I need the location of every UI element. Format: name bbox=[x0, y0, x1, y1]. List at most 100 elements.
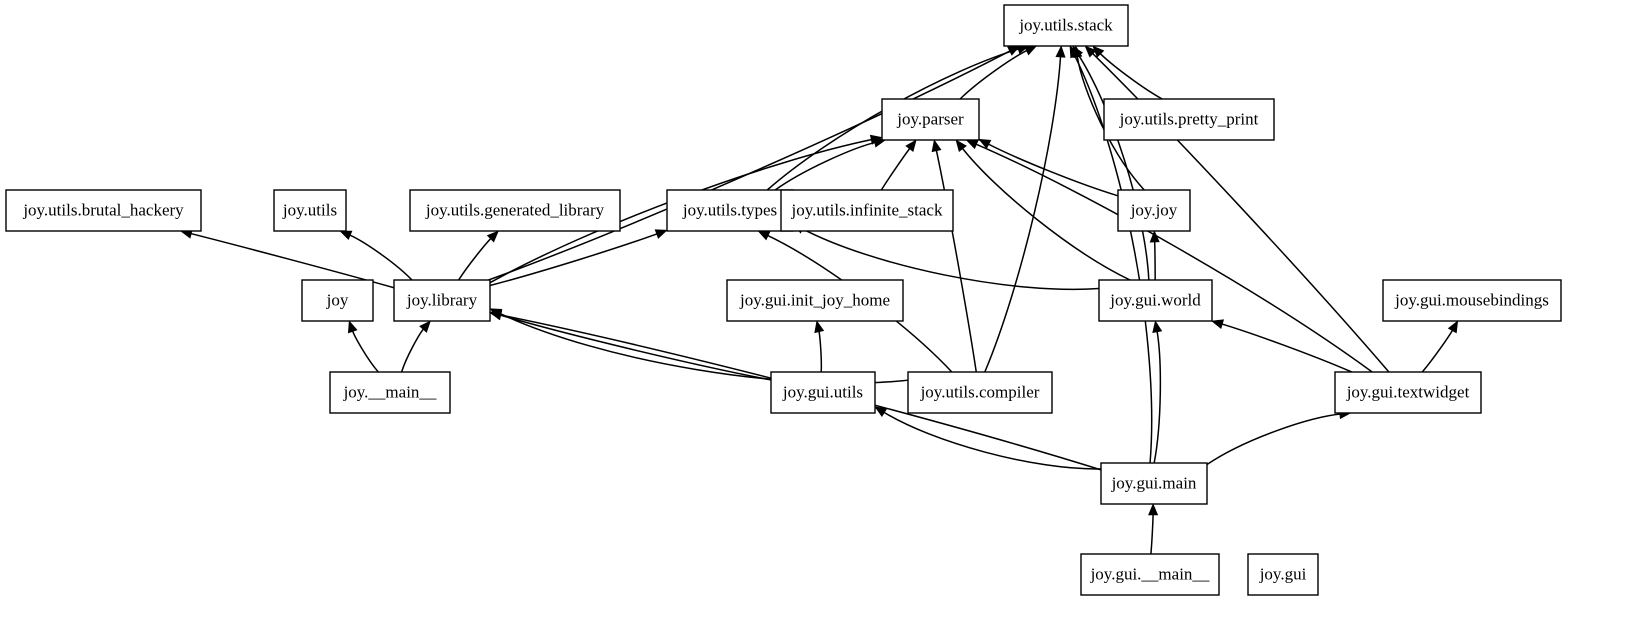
edge-joy.utils.types-to-joy.parser bbox=[774, 141, 877, 191]
nodes-layer: joy.utils.stack joy.parser joy.utils.prett… bbox=[5, 4, 1562, 596]
edge-arrowhead bbox=[1148, 503, 1159, 516]
node-label: joy.utils.infinite_stack bbox=[791, 200, 943, 219]
node-box[interactable] bbox=[1103, 98, 1275, 141]
edge-joy.utils.compiler-to-joy.parser bbox=[935, 148, 978, 373]
node-box[interactable] bbox=[1334, 371, 1482, 414]
node-label: joy.gui.init_joy_home bbox=[739, 290, 890, 309]
edge-arrowhead bbox=[347, 320, 358, 334]
node-joy.parser[interactable]: joy.parser bbox=[881, 98, 980, 141]
edge-arrowhead bbox=[1055, 45, 1066, 58]
node-joy[interactable]: joy bbox=[301, 279, 374, 322]
node-box[interactable] bbox=[907, 371, 1053, 414]
node-label: joy.utils.types bbox=[682, 200, 777, 219]
edge-arrowhead bbox=[654, 229, 668, 239]
node-label: joy bbox=[326, 290, 349, 309]
node-joy.gui.utils[interactable]: joy.gui.utils bbox=[770, 371, 876, 414]
edge-joy.gui.utils-to-joy.gui.init_joy_home bbox=[818, 329, 823, 373]
edge-arrowhead bbox=[905, 139, 917, 153]
edge-joy.gui.world-to-joy.utils.stack bbox=[1076, 53, 1150, 281]
edge-joy.__main__-to-joy bbox=[351, 329, 379, 373]
edge-joy.gui.main-to-joy.utils.stack bbox=[1073, 53, 1153, 464]
edge-joy.gui.textwidget-to-joy.parser bbox=[974, 142, 1373, 373]
edge-joy.joy-to-joy.utils.stack bbox=[1076, 54, 1145, 191]
node-joy.utils.pretty_print[interactable]: joy.utils.pretty_print bbox=[1103, 98, 1275, 141]
node-box[interactable] bbox=[329, 371, 451, 414]
node-box[interactable] bbox=[393, 279, 491, 322]
edge-joy.gui.world-to-joy.utils.types bbox=[800, 227, 1100, 291]
edge-joy.gui.textwidget-to-joy.gui.mousebindings bbox=[1421, 328, 1454, 373]
node-box[interactable] bbox=[881, 98, 980, 141]
edge-joy.parser-to-joy.utils.stack bbox=[959, 49, 1029, 100]
node-box[interactable] bbox=[780, 189, 954, 232]
edge-joy.gui.world-to-joy.parser bbox=[960, 146, 1131, 281]
node-label: joy.parser bbox=[896, 109, 964, 128]
node-box[interactable] bbox=[666, 189, 794, 232]
node-joy.utils.infinite_stack[interactable]: joy.utils.infinite_stack bbox=[780, 189, 954, 232]
node-box[interactable] bbox=[770, 371, 876, 414]
node-joy.utils[interactable]: joy.utils bbox=[273, 189, 347, 232]
edge-joy.utils.compiler-to-joy.utils.stack bbox=[984, 54, 1062, 373]
node-box[interactable] bbox=[1382, 279, 1562, 322]
edge-arrowhead bbox=[486, 230, 499, 243]
edge-joy.gui.utils-to-joy.library bbox=[498, 313, 772, 381]
edge-arrowhead bbox=[955, 139, 967, 153]
edge-joy.gui.main-to-joy.gui.world bbox=[1153, 329, 1162, 464]
node-box[interactable] bbox=[726, 279, 904, 322]
node-joy.gui.__main__[interactable]: joy.gui.__main__ bbox=[1080, 553, 1220, 596]
edge-arrowhead bbox=[1211, 319, 1225, 330]
node-label: joy.gui.__main__ bbox=[1090, 564, 1210, 583]
node-joy.utils.generated_library[interactable]: joy.utils.generated_library bbox=[409, 189, 621, 232]
node-box[interactable] bbox=[1247, 553, 1319, 596]
node-label: joy.__main__ bbox=[343, 382, 437, 401]
edge-joy.utils.pretty_print-to-joy.utils.stack bbox=[1098, 51, 1163, 100]
edge-joy.__main__-to-joy.library bbox=[400, 327, 426, 373]
node-joy.gui[interactable]: joy.gui bbox=[1247, 553, 1319, 596]
edge-joy.gui.textwidget-to-joy.utils.stack bbox=[1090, 51, 1390, 373]
node-box[interactable] bbox=[1098, 279, 1213, 322]
node-label: joy.gui.main bbox=[1111, 473, 1197, 492]
node-box[interactable] bbox=[1117, 189, 1191, 232]
node-joy.utils.compiler[interactable]: joy.utils.compiler bbox=[907, 371, 1053, 414]
node-label: joy.gui bbox=[1259, 564, 1307, 583]
node-joy.joy[interactable]: joy.joy bbox=[1117, 189, 1191, 232]
node-joy.gui.mousebindings[interactable]: joy.gui.mousebindings bbox=[1382, 279, 1562, 322]
node-label: joy.utils.compiler bbox=[920, 382, 1040, 401]
node-box[interactable] bbox=[1100, 462, 1208, 505]
node-label: joy.gui.mousebindings bbox=[1394, 290, 1549, 309]
node-joy.utils.types[interactable]: joy.utils.types bbox=[666, 189, 794, 232]
edge-joy.gui.main-to-joy.gui.utils bbox=[882, 410, 1102, 470]
edge-arrowhead bbox=[1069, 45, 1080, 59]
node-joy.gui.world[interactable]: joy.gui.world bbox=[1098, 279, 1213, 322]
edge-arrowhead bbox=[757, 230, 771, 241]
node-label: joy.utils bbox=[282, 200, 337, 219]
node-box[interactable] bbox=[273, 189, 347, 232]
edge-joy.gui.world-to-joy.joy bbox=[1153, 239, 1156, 281]
edge-joy.gui.__main__-to-joy.gui.main bbox=[1150, 512, 1154, 555]
node-box[interactable] bbox=[1080, 553, 1220, 596]
node-joy.__main__[interactable]: joy.__main__ bbox=[329, 371, 451, 414]
node-joy.gui.textwidget[interactable]: joy.gui.textwidget bbox=[1334, 371, 1482, 414]
node-joy.library[interactable]: joy.library bbox=[393, 279, 491, 322]
node-box[interactable] bbox=[1003, 4, 1129, 47]
node-box[interactable] bbox=[301, 279, 374, 322]
edge-arrowhead bbox=[978, 138, 992, 149]
node-joy.utils.stack[interactable]: joy.utils.stack bbox=[1003, 4, 1129, 47]
node-joy.utils.brutal_hackery[interactable]: joy.utils.brutal_hackery bbox=[5, 189, 202, 232]
node-box[interactable] bbox=[5, 189, 202, 232]
node-joy.gui.main[interactable]: joy.gui.main bbox=[1100, 462, 1208, 505]
edge-arrowhead bbox=[339, 230, 353, 241]
node-label: joy.utils.stack bbox=[1018, 15, 1113, 34]
edge-joy.joy-to-joy.parser bbox=[986, 142, 1119, 197]
node-joy.gui.init_joy_home[interactable]: joy.gui.init_joy_home bbox=[726, 279, 904, 322]
edge-arrowhead bbox=[965, 139, 979, 150]
node-box[interactable] bbox=[409, 189, 621, 232]
edge-joy.library-to-joy.utils.types bbox=[489, 232, 659, 287]
edge-joy.utils.infinite_stack-to-joy.parser bbox=[880, 146, 912, 191]
edge-joy.gui.textwidget-to-joy.gui.world bbox=[1220, 322, 1353, 373]
node-label: joy.utils.generated_library bbox=[425, 200, 605, 219]
edge-joy.library-to-joy.utils bbox=[348, 233, 413, 281]
node-label: joy.gui.textwidget bbox=[1346, 382, 1470, 401]
node-label: joy.gui.world bbox=[1109, 290, 1201, 309]
